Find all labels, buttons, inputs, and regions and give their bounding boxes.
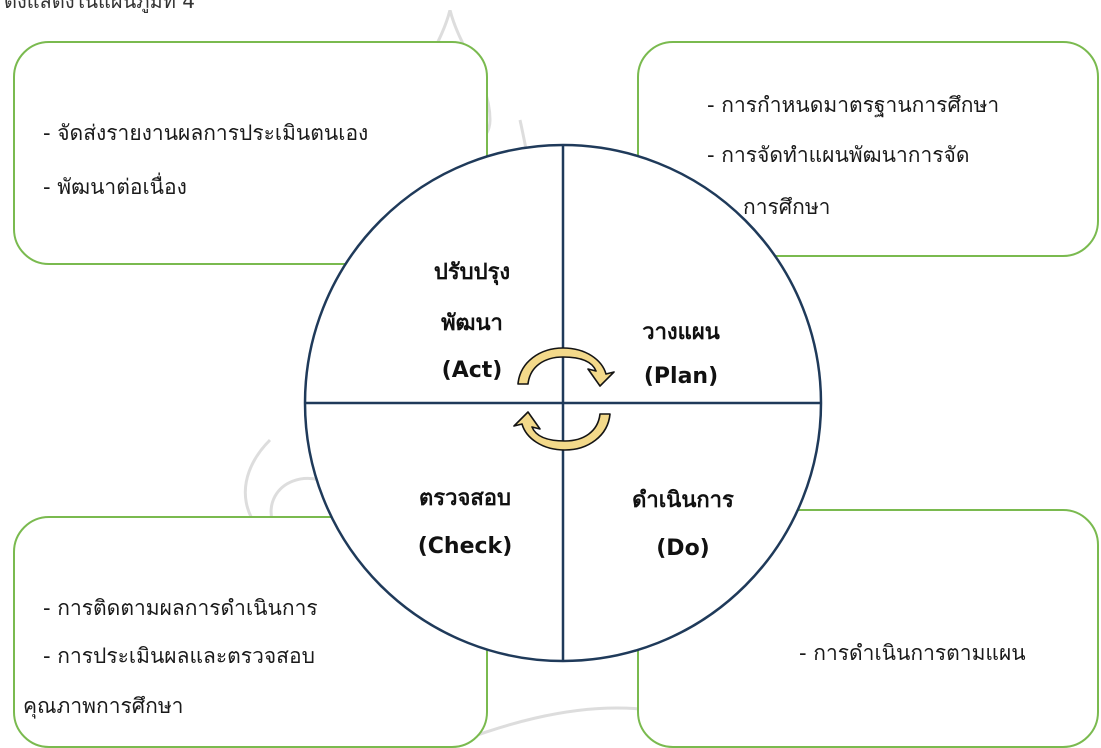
- act-item-2: - พัฒนาต่อเนื่อง: [43, 175, 187, 199]
- act-item-1: - จัดส่งรายงานผลการประเมินตนเอง: [43, 121, 369, 145]
- do-label-th: ดำเนินการ: [632, 488, 734, 513]
- check-label-th: ตรวจสอบ: [419, 486, 511, 511]
- check-label-en: (Check): [417, 534, 513, 559]
- do-item-1: - การดำเนินการตามแผน: [799, 641, 1026, 665]
- act-label-th-line2: พัฒนา: [441, 311, 503, 336]
- plan-item-3: การศึกษา: [743, 195, 831, 219]
- plan-item-1: - การกำหนดมาตรฐานการศึกษา: [707, 93, 1000, 117]
- act-label-th-line1: ปรับปรุง: [433, 260, 511, 285]
- check-item-3: คุณภาพการศึกษา: [23, 694, 184, 718]
- plan-label-th: วางแผน: [642, 320, 720, 345]
- act-label-en: (Act): [441, 358, 503, 383]
- act-detail-box: - จัดส่งรายงานผลการประเมินตนเอง - พัฒนาต…: [13, 41, 488, 265]
- check-item-2: - การประเมินผลและตรวจสอบ: [43, 644, 315, 668]
- plan-item-2: - การจัดทำแผนพัฒนาการจัด: [707, 143, 970, 167]
- do-label-en: (Do): [656, 536, 710, 561]
- plan-label-en: (Plan): [643, 364, 719, 389]
- plan-detail-box: - การกำหนดมาตรฐานการศึกษา - การจัดทำแผนพ…: [637, 41, 1099, 257]
- check-item-1: - การติดตามผลการดำเนินการ: [43, 596, 318, 620]
- top-caption: ดังแสดงในแผนภูมิที่ 4: [4, 0, 195, 13]
